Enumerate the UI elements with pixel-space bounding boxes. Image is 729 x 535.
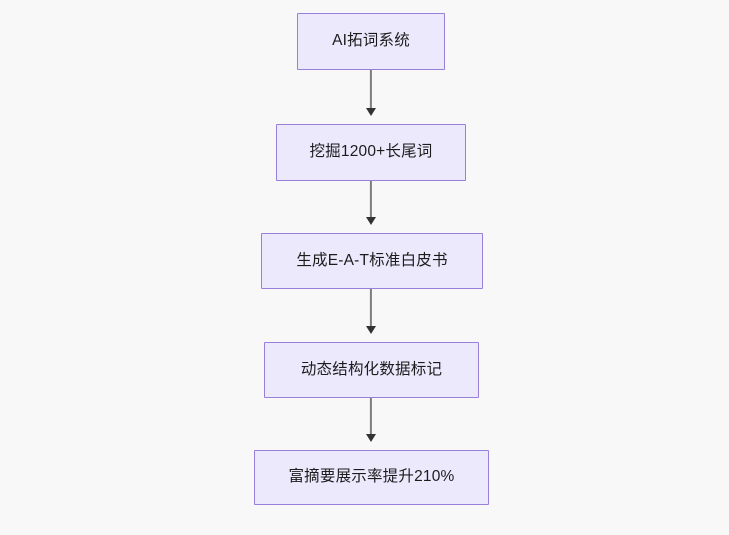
flow-node-dynamic-structured-data-markup[interactable]: 动态结构化数据标记 [264, 342, 479, 398]
arrowhead-icon [366, 217, 376, 225]
flow-node-ai-keyword-system[interactable]: AI拓词系统 [297, 13, 445, 70]
flow-connector-n2-n3 [365, 181, 377, 225]
flow-node-generate-eat-whitepaper[interactable]: 生成E-A-T标准白皮书 [261, 233, 483, 289]
flow-node-mine-longtail-keywords[interactable]: 挖掘1200+长尾词 [276, 124, 466, 181]
connector-line [369, 398, 373, 435]
flow-connector-n4-n5 [365, 398, 377, 442]
arrowhead-icon [366, 108, 376, 116]
arrowhead-icon [366, 326, 376, 334]
flow-connector-n1-n2 [365, 70, 377, 116]
flow-node-rich-snippet-rate-increase[interactable]: 富摘要展示率提升210% [254, 450, 489, 505]
connector-line [369, 70, 373, 109]
connector-line [369, 289, 373, 327]
flow-connector-n3-n4 [365, 289, 377, 334]
arrowhead-icon [366, 434, 376, 442]
connector-line [369, 181, 373, 218]
